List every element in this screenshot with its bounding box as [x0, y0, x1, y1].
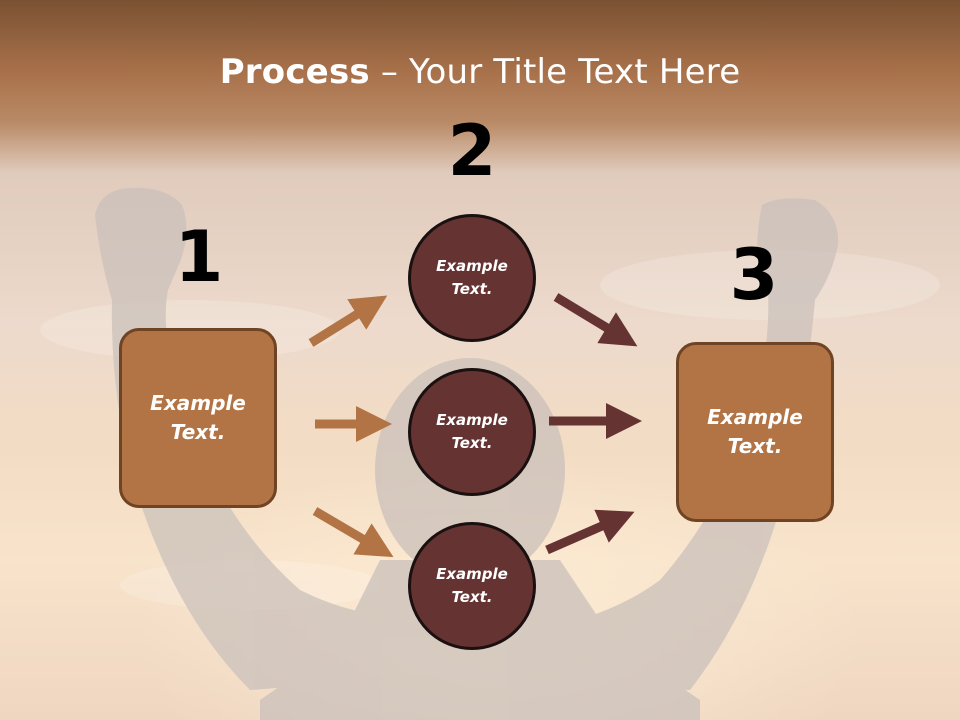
right-box-line2: Text. [727, 434, 783, 458]
arrow-left-up [308, 295, 388, 347]
circle-middle-line1: Example [436, 411, 508, 429]
step-number-3: 3 [729, 234, 779, 316]
left-box: Example Text. [119, 328, 277, 508]
title-rest: – Your Title Text Here [369, 52, 741, 92]
step-number-1: 1 [174, 216, 224, 298]
circle-middle-line2: Text. [451, 434, 493, 452]
arrow-right-up [545, 509, 635, 555]
right-box: Example Text. [676, 342, 834, 522]
title-bold: Process [219, 52, 370, 92]
right-box-line1: Example [707, 405, 803, 429]
arrow-left-down [312, 507, 394, 558]
circle-top-line1: Example [436, 257, 508, 275]
circle-bottom-line1: Example [436, 565, 508, 583]
circle-top: Example Text. [408, 214, 536, 342]
left-box-line2: Text. [170, 420, 226, 444]
step-number-2: 2 [447, 110, 497, 192]
circle-bottom: Example Text. [408, 522, 536, 650]
circle-bottom-line2: Text. [451, 588, 493, 606]
circle-top-line2: Text. [451, 280, 493, 298]
left-box-line1: Example [150, 391, 246, 415]
slide-title: Process – Your Title Text Here [0, 52, 960, 92]
arrow-right-down [553, 293, 638, 347]
circle-middle: Example Text. [408, 368, 536, 496]
